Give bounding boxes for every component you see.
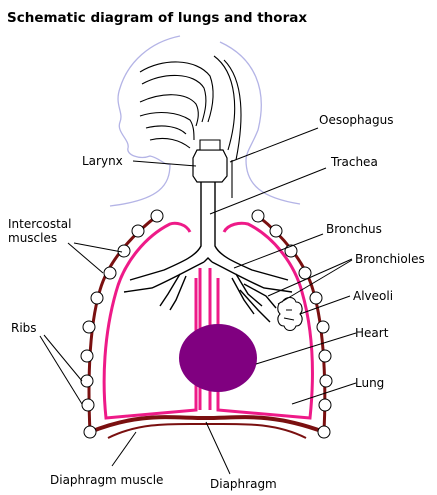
label-bronchus: Bronchus [326,222,382,236]
head-outline [109,35,301,207]
label-ribs: Ribs [11,321,37,335]
labels: Oesophagus Larynx Trachea Intercostal mu… [8,113,425,491]
diaphragm-muscle-leader [111,431,137,467]
larynx-leader [132,160,197,167]
label-diaphragm: Diaphragm [210,477,277,491]
diagram-title: Schematic diagram of lungs and thorax [7,10,307,26]
label-alveoli: Alveoli [353,289,393,303]
heart-shape [179,324,257,392]
alveoli-leader [299,295,351,315]
leader-lines [39,127,357,475]
label-intercostal-line1: Intercostal [8,217,72,231]
trachea-left-wall [129,182,202,281]
label-trachea: Trachea [330,155,378,169]
oesophagus-leader [229,127,319,163]
bronchioles-leader-2 [277,259,353,305]
intercostal-leader-1 [67,242,104,274]
label-bronchioles: Bronchioles [355,252,425,266]
diaphragm-muscle [107,422,307,439]
ribs-leader-2 [39,335,83,405]
right-lung-outline [216,221,314,420]
trachea-right-wall [214,182,289,281]
bronchial-tree [123,182,293,323]
label-intercostal-line2: muscles [8,231,57,245]
bronchus-leader [233,233,324,269]
label-heart: Heart [355,326,389,340]
alveoli-cluster [277,296,303,332]
diaphragm-leader [205,421,231,475]
trachea-leader [209,167,327,215]
larynx [192,139,228,183]
nasal-cavity [139,55,242,198]
label-larynx: Larynx [82,154,123,168]
rib-wall-left [87,214,158,433]
rib-circles [80,209,333,439]
bronchioles-leader-1 [267,258,353,297]
ribs-leader-1 [43,334,83,382]
label-lung: Lung [355,376,384,390]
left-lung-outline [102,221,198,420]
label-oesophagus: Oesophagus [319,113,393,127]
lung-leader [291,382,357,405]
label-diaphragm-muscle: Diaphragm muscle [50,473,163,487]
heart-leader [255,332,357,365]
intercostal-leader-2 [73,242,123,253]
diaphragm [89,415,325,434]
